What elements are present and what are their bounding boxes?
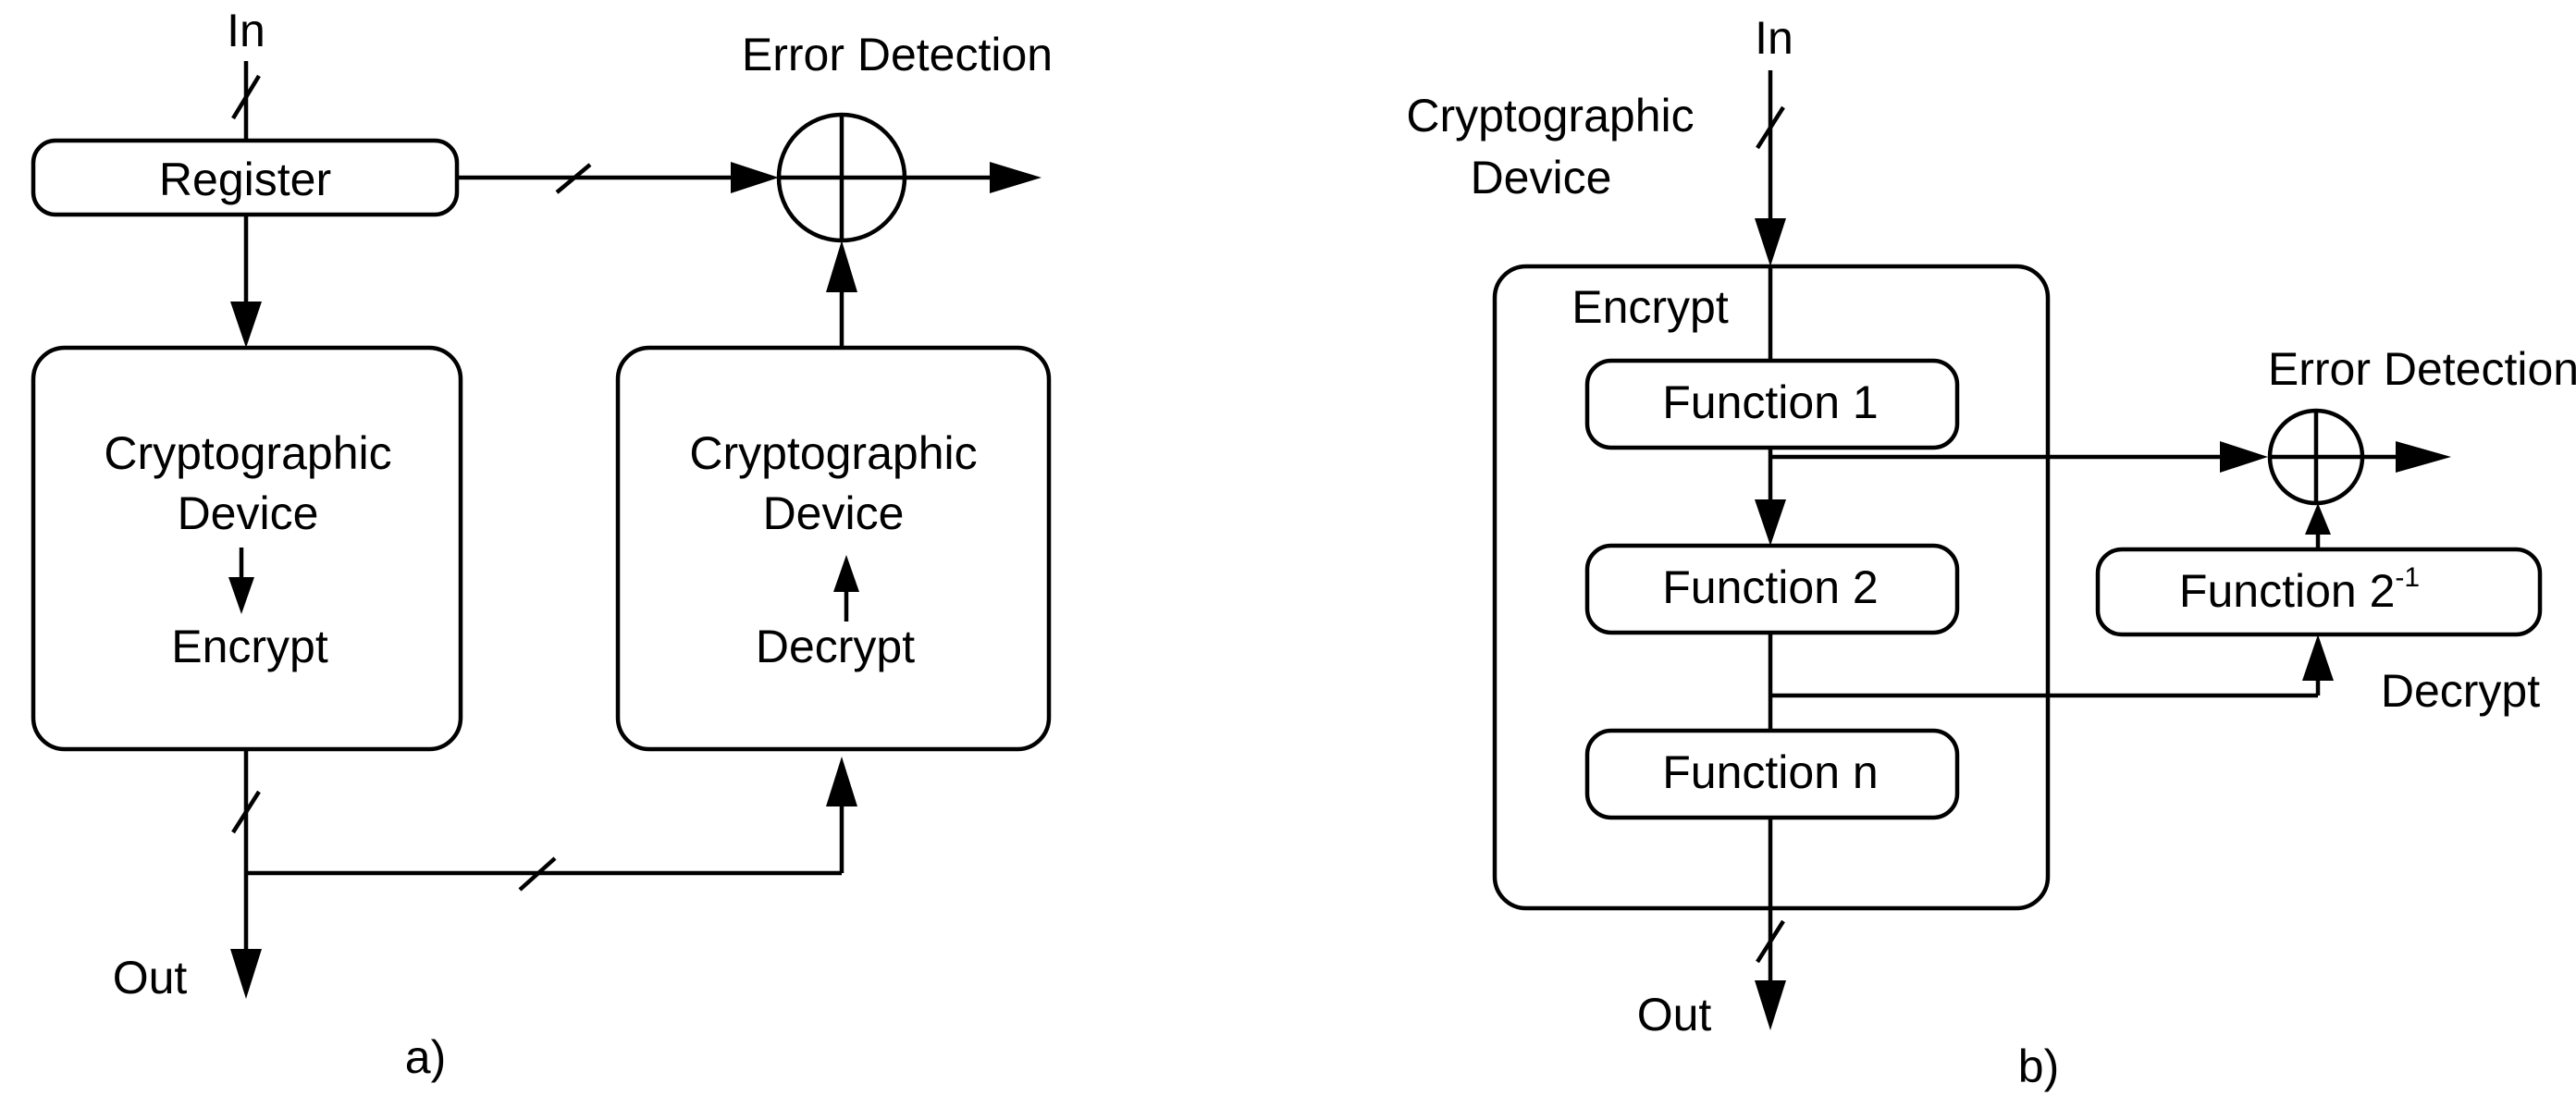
- panel-b-input-bus-slash: [1756, 105, 1785, 150]
- panel-b-inverse-function-exponent: -1: [2395, 562, 2420, 593]
- panel-b-function-n-label: Function n: [1662, 746, 1878, 798]
- panel-a-error-detection-label: Error Detection: [742, 29, 1053, 80]
- panel-b-output-bus-slash: [1756, 919, 1785, 964]
- panel-b-xor-symbol: [2267, 408, 2365, 506]
- panel-a-xor-output-arrow: [990, 162, 1041, 193]
- panel-a-output-arrow: [230, 949, 262, 999]
- panel-a-register-bus-slash: [555, 163, 592, 194]
- panel-a-register-label: Register: [159, 154, 331, 205]
- panel-a-decrypt-to-xor-arrow: [826, 240, 857, 292]
- panel-b-input-label: In: [1755, 12, 1793, 64]
- panel-a-input-bus-slash: [231, 74, 261, 120]
- panel-b-caption: b): [2018, 1040, 2059, 1092]
- panel-a-register-to-xor-arrow: [731, 162, 779, 193]
- panel-a-input-label: In: [227, 5, 265, 56]
- panel-a-encrypt-device-line3: Encrypt: [171, 621, 328, 672]
- panel-b-tap-to-xor-arrow: [2220, 441, 2268, 473]
- panel-b-device-label-line2: Device: [1471, 152, 1612, 203]
- panel-a-xor-symbol: [776, 112, 907, 243]
- panel-b-function-1-to-2-arrow: [1755, 499, 1786, 546]
- panel-a-encrypt-device-box: [31, 345, 463, 752]
- panel-b-function-2-label: Function 2: [1662, 561, 1878, 613]
- panel-a-decrypt-device-line1: Cryptographic: [689, 427, 977, 479]
- panel-a-output-label: Out: [113, 952, 188, 1003]
- panel-b-function-1-label: Function 1: [1662, 376, 1878, 428]
- panel-b-inverse-function-name: Function 2: [2179, 565, 2395, 617]
- panel-b-input-arrow: [1755, 218, 1786, 266]
- panel-b: In Cryptographic Device Encrypt Function…: [1406, 12, 2576, 1092]
- panel-b-encrypt-label: Encrypt: [1571, 281, 1729, 333]
- panel-a-encrypt-device-line1: Cryptographic: [104, 427, 391, 479]
- panel-a-register-to-encrypt-arrow: [230, 302, 262, 348]
- panel-a-decrypt-inner-arrow: [833, 555, 859, 592]
- panel-b-decrypt-label: Decrypt: [2381, 665, 2540, 717]
- panel-a-decrypt-device-line3: Decrypt: [756, 621, 915, 672]
- panel-b-inverse-function-label: Function 2-1: [2179, 562, 2420, 617]
- panel-b-error-detection-label: Error Detection: [2268, 343, 2576, 395]
- panel-b-output-label: Out: [1637, 989, 1712, 1040]
- panel-a-feedback-bus-slash: [518, 856, 557, 892]
- panel-a-decrypt-device-line2: Device: [763, 487, 905, 539]
- panel-a-decrypt-device-box: [615, 345, 1052, 752]
- panel-b-tap-to-inverse-arrow: [2302, 634, 2334, 681]
- panel-a-encrypt-device-line2: Device: [178, 487, 319, 539]
- panel-b-output-arrow: [1755, 980, 1786, 1030]
- panel-a-output-bus-slash: [231, 790, 261, 834]
- panel-a-feedback-arrow: [826, 757, 857, 806]
- panel-b-inverse-to-xor-arrow: [2305, 503, 2331, 535]
- panel-a-caption: a): [405, 1031, 446, 1083]
- panel-b-device-label-line1: Cryptographic: [1406, 90, 1694, 142]
- panel-a: In Register Error Detection Cryptographi…: [31, 5, 1053, 1083]
- panel-a-encrypt-inner-arrow: [228, 577, 254, 614]
- panel-b-xor-output-arrow: [2396, 441, 2451, 473]
